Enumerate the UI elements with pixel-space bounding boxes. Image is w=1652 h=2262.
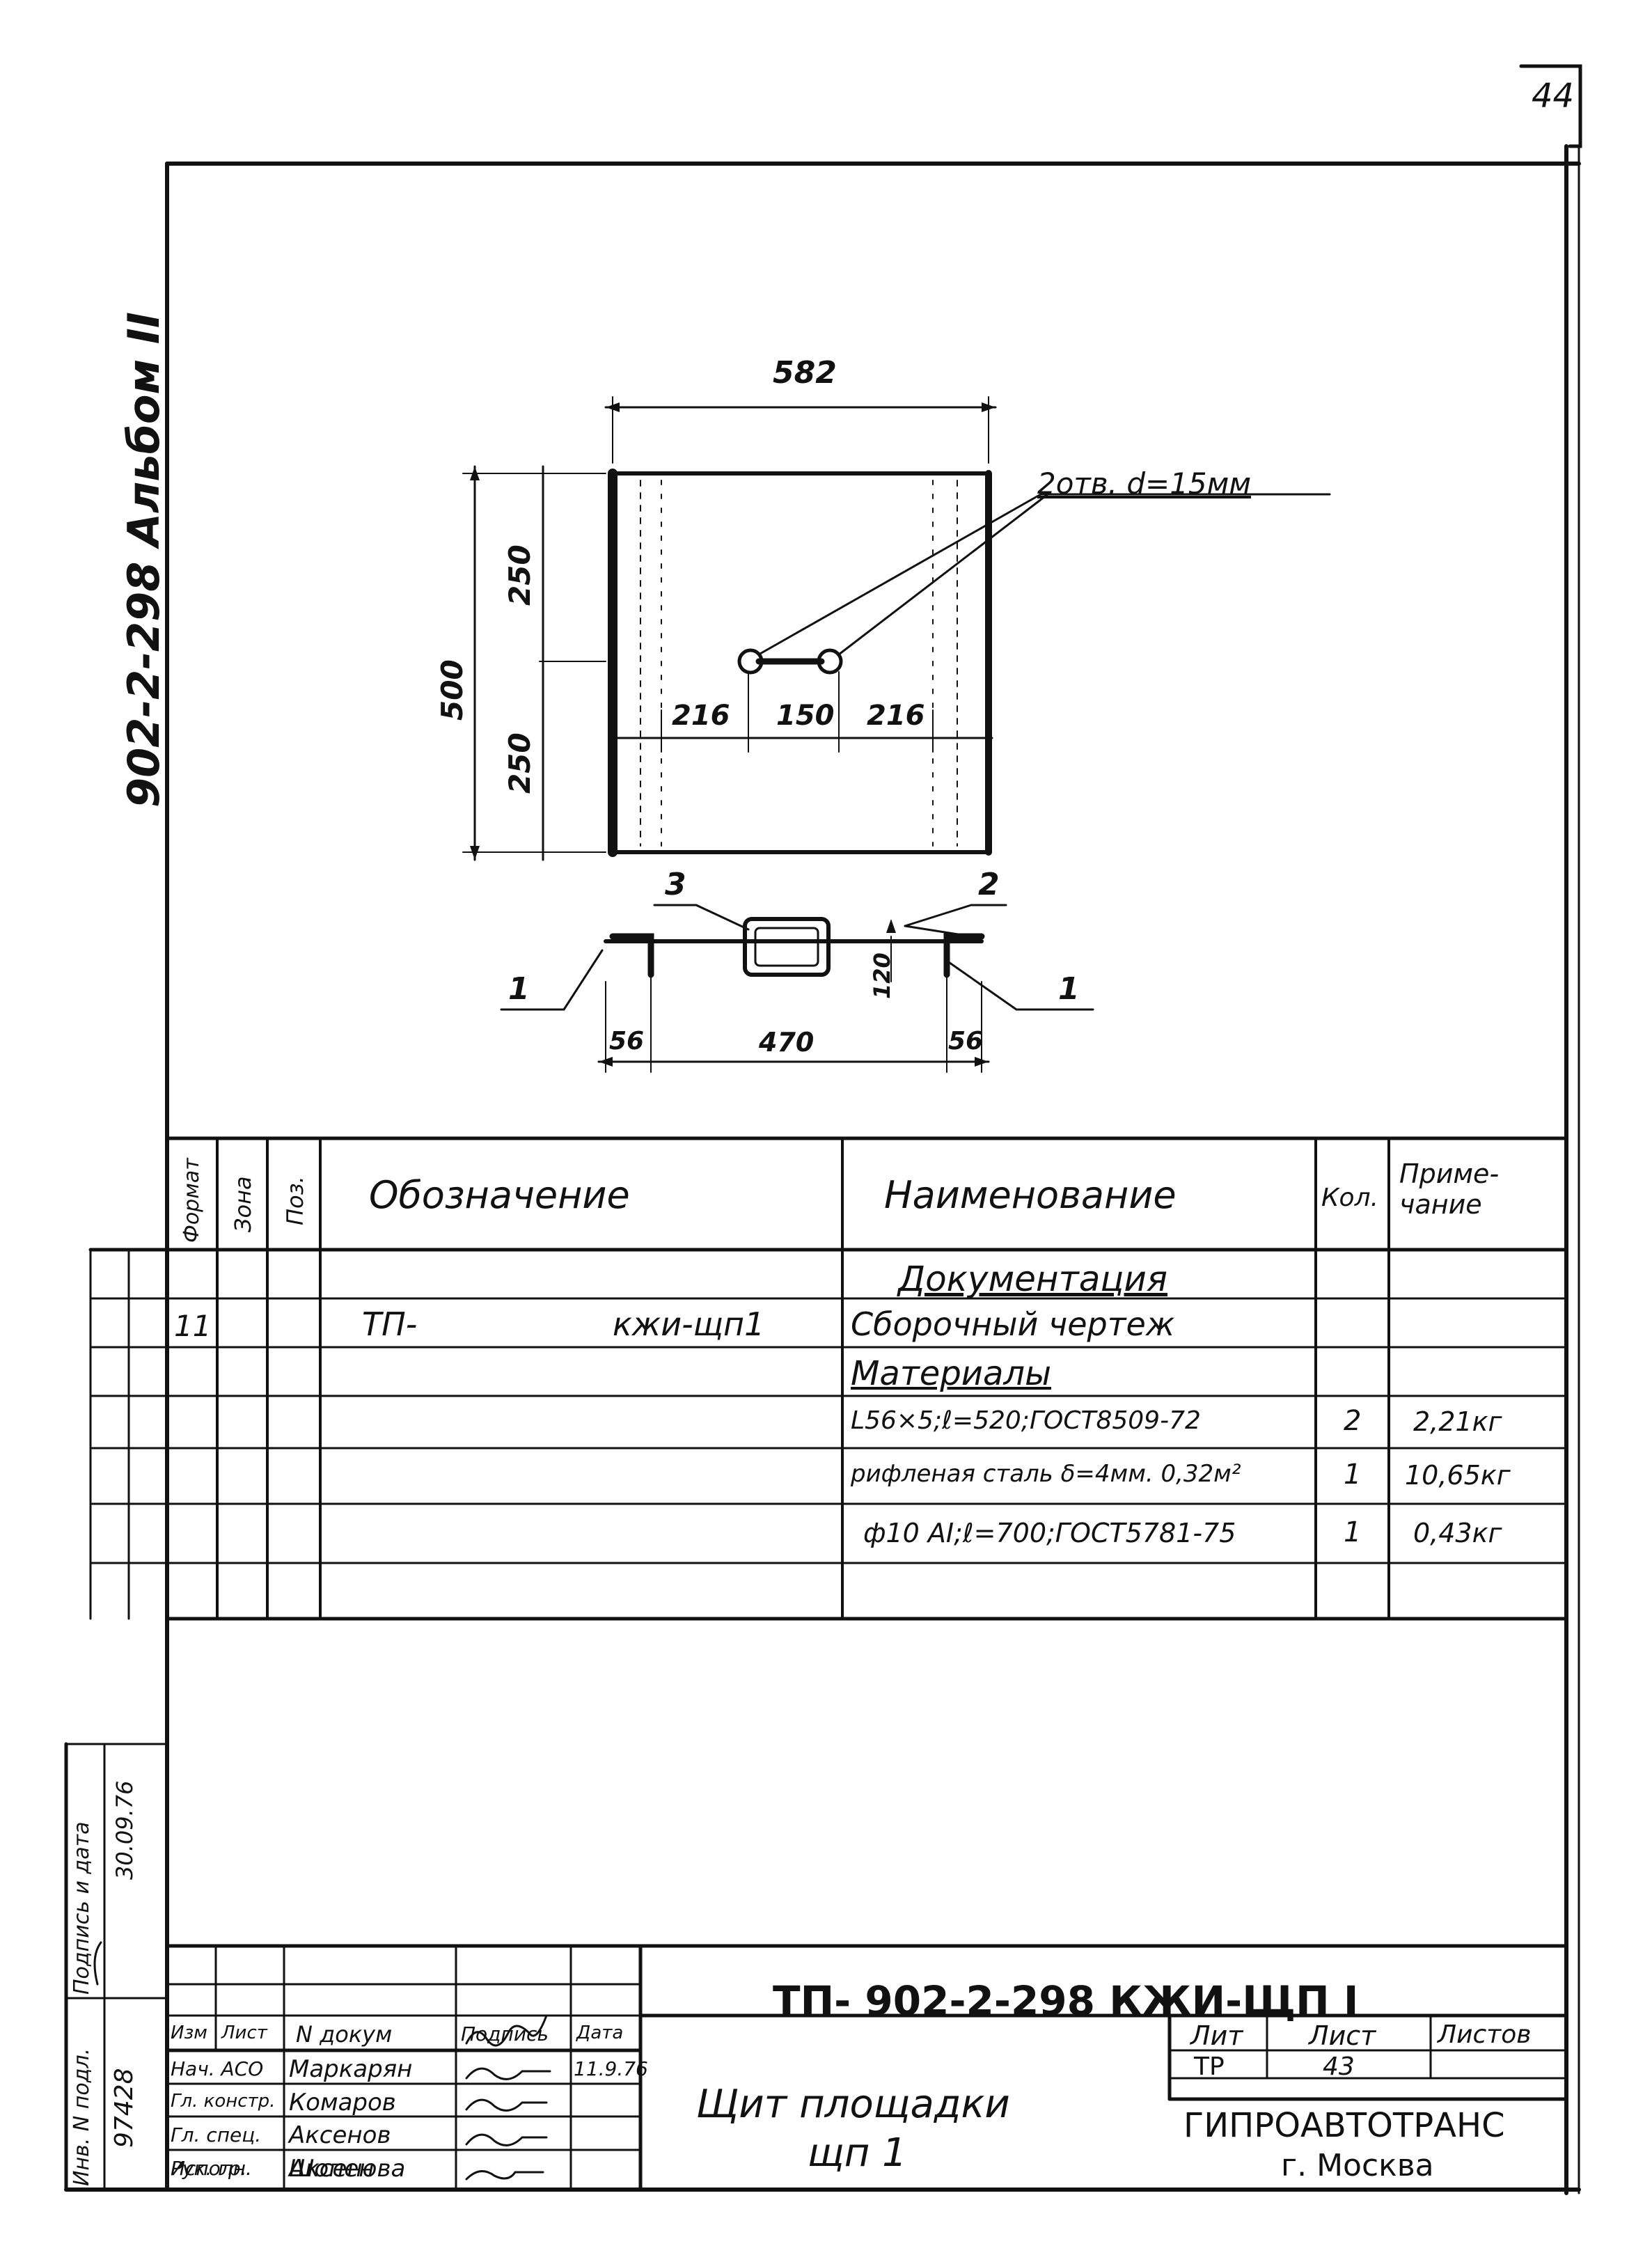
spec-row-documentation: Документация — [898, 1259, 1167, 1299]
spec-row-format: 11 — [174, 1309, 212, 1343]
role-group-head: Рук. гр. — [171, 2157, 247, 2180]
dim-216-right: 216 — [867, 700, 925, 732]
sign-date-label: Подпись и дата — [70, 1821, 94, 1995]
col-date: Дата — [576, 2023, 624, 2043]
spec-row-rod-note: 0,43кг — [1413, 1518, 1502, 1548]
spec-row-plate-qty: 1 — [1344, 1459, 1362, 1491]
spec-row-designation-a: ТП- — [362, 1305, 418, 1343]
section-label-1-left: 1 — [508, 971, 530, 1007]
spec-row-rod-name: ф10 АI;ℓ=700;ГОСТ5781-75 — [863, 1518, 1236, 1548]
role-head-aso: Нач. АСО — [171, 2057, 264, 2080]
role-chief-spec: Гл. спец. — [171, 2123, 262, 2146]
spec-row-assembly-drawing: Сборочный чертеж — [851, 1305, 1175, 1343]
org-city: г. Москва — [1281, 2148, 1434, 2183]
role-executor: Исполн. — [171, 2157, 252, 2180]
spec-row-angle-note: 2,21кг — [1413, 1406, 1502, 1437]
col-sign: Подпись — [461, 2023, 549, 2045]
sheet-label: Лист — [1309, 2020, 1376, 2051]
name-chief-designer: Комаров — [289, 2089, 396, 2116]
holes-note: 2отв. d=15мм — [1037, 466, 1252, 501]
name-chief-spec: Аксенов — [289, 2121, 391, 2149]
dim-150: 150 — [776, 700, 835, 732]
dim-216-left: 216 — [672, 700, 730, 732]
col-izm: Изм — [171, 2023, 207, 2043]
spec-row-plate-note: 10,65кг — [1405, 1460, 1511, 1491]
role-chief-designer: Гл. констр. — [171, 2091, 276, 2112]
lit-label: Лит — [1190, 2020, 1243, 2051]
date-value: 11.9.76 — [574, 2057, 648, 2080]
sheet-number-corner: 44 — [1532, 77, 1575, 116]
name-head-aso: Маркарян — [289, 2055, 413, 2083]
col-doc: N докум — [296, 2021, 393, 2048]
dim-height: 500 — [435, 659, 469, 721]
spec-row-plate-name: рифленая сталь δ=4мм. 0,32м² — [851, 1460, 1241, 1488]
spec-header-note: Приме-чание — [1399, 1159, 1500, 1220]
name-group-head: Аксенова — [289, 2155, 406, 2183]
dim-470: 470 — [759, 1027, 815, 1058]
spec-header-designation: Обозначение — [369, 1173, 630, 1217]
section-label-1-right: 1 — [1058, 971, 1080, 1007]
spec-header-pos: Поз. — [282, 1176, 308, 1225]
sheets-label: Листов — [1438, 2020, 1532, 2049]
spec-row-angle-name: L56×5;ℓ=520;ГОСТ8509-72 — [851, 1406, 1201, 1435]
spec-row-angle-qty: 2 — [1344, 1405, 1362, 1437]
inv-value: 97428 — [110, 2068, 139, 2148]
spec-header-qty: Кол. — [1321, 1184, 1379, 1212]
dim-56-left: 56 — [609, 1027, 645, 1055]
dim-half-top: 250 — [503, 544, 537, 606]
section-label-2: 2 — [978, 867, 1000, 902]
title-code: ТП- 902-2-298 КЖИ-ЩП I — [773, 1977, 1359, 2025]
spec-row-designation-b: кжи-щп1 — [613, 1305, 765, 1343]
section-label-3: 3 — [665, 867, 686, 902]
sign-date-value: 30.09.76 — [111, 1780, 138, 1880]
name-executor: Шопен — [289, 2155, 375, 2183]
object-name-1: Щит площадки — [696, 2082, 1010, 2127]
dim-120: 120 — [869, 952, 895, 999]
object-name-2: щп 1 — [808, 2130, 907, 2176]
spec-row-materials: Материалы — [851, 1354, 1051, 1393]
dim-56-right: 56 — [948, 1027, 984, 1055]
inv-label: Инв. N подл. — [70, 2048, 94, 2186]
spec-row-rod-qty: 1 — [1344, 1516, 1362, 1548]
sheet-value: 43 — [1323, 2052, 1355, 2081]
album-side-label: 902-2-298 Альбом II — [118, 312, 169, 808]
dim-width: 582 — [773, 355, 837, 391]
lit-value: ТР — [1194, 2052, 1225, 2081]
col-list: Лист — [221, 2023, 267, 2043]
spec-header-format: Формат — [180, 1158, 204, 1243]
dim-half-bottom: 250 — [503, 732, 537, 794]
spec-header-zone: Зона — [230, 1176, 256, 1232]
spec-header-name: Наименование — [884, 1173, 1177, 1217]
org-name: ГИПРОАВТОТРАНС — [1183, 2106, 1505, 2145]
